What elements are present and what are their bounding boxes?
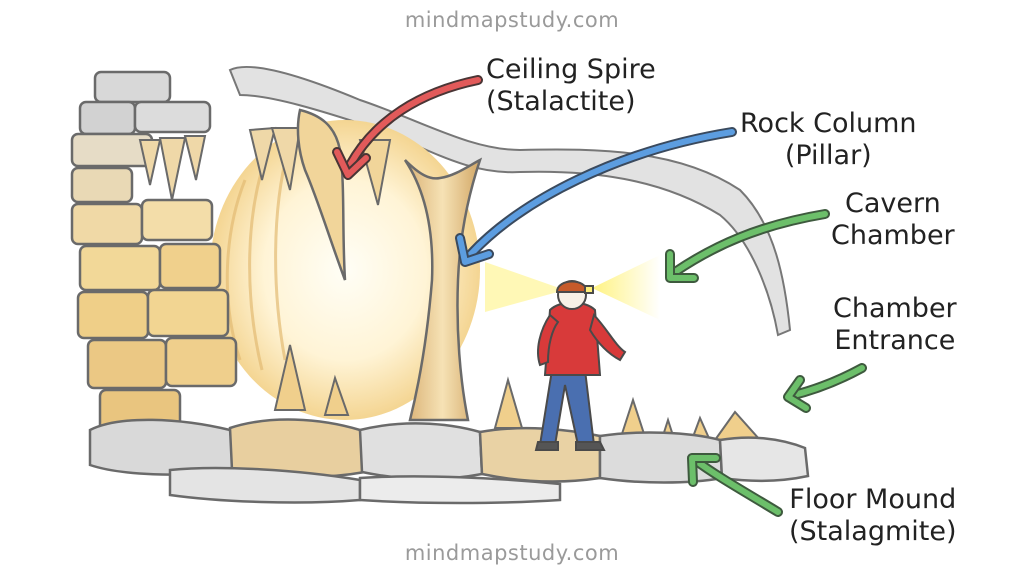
- label-rock-column: Rock Column (Pillar): [740, 108, 917, 172]
- explorer-helmet: [557, 282, 587, 293]
- watermark-top: mindmapstudy.com: [0, 8, 1024, 32]
- label-chamber-entrance-line2: Entrance: [833, 325, 957, 357]
- label-ceiling-spire: Ceiling Spire (Stalactite): [486, 54, 656, 118]
- explorer: [536, 281, 625, 450]
- label-floor-mound: Floor Mound (Stalagmite): [789, 484, 957, 548]
- left-brick-wall: [72, 72, 236, 432]
- label-chamber-entrance: Chamber Entrance: [833, 293, 957, 357]
- label-cavern-chamber-line2: Chamber: [831, 220, 955, 252]
- headlamp-icon: [585, 286, 593, 293]
- label-ceiling-spire-line2: (Stalactite): [486, 86, 656, 118]
- label-rock-column-line1: Rock Column: [740, 108, 917, 140]
- label-floor-mound-line1: Floor Mound: [789, 484, 957, 516]
- label-ceiling-spire-line1: Ceiling Spire: [486, 54, 656, 86]
- label-chamber-entrance-line1: Chamber: [833, 293, 957, 325]
- label-rock-column-line2: (Pillar): [740, 140, 917, 172]
- label-cavern-chamber-line1: Cavern: [831, 188, 955, 220]
- explorer-jacket: [545, 303, 600, 376]
- label-cavern-chamber: Cavern Chamber: [831, 188, 955, 252]
- label-floor-mound-line2: (Stalagmite): [789, 516, 957, 548]
